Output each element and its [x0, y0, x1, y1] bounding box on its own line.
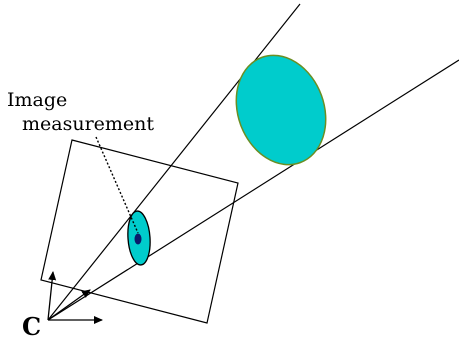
ray-upper — [47, 3, 301, 321]
world-object-ellipse — [235, 54, 327, 166]
camera-axis-up — [47, 271, 57, 321]
image-measurement-label-line2: measurement — [22, 113, 155, 135]
ray-lower — [47, 59, 459, 321]
camera-center-label: C — [22, 312, 42, 341]
image-measurement-point — [134, 233, 142, 245]
camera-axis-depth — [47, 289, 91, 321]
image-measurement-label-line1: Image — [7, 89, 68, 111]
measurement-leader-line — [95, 136, 139, 234]
image-plane — [40, 139, 239, 324]
